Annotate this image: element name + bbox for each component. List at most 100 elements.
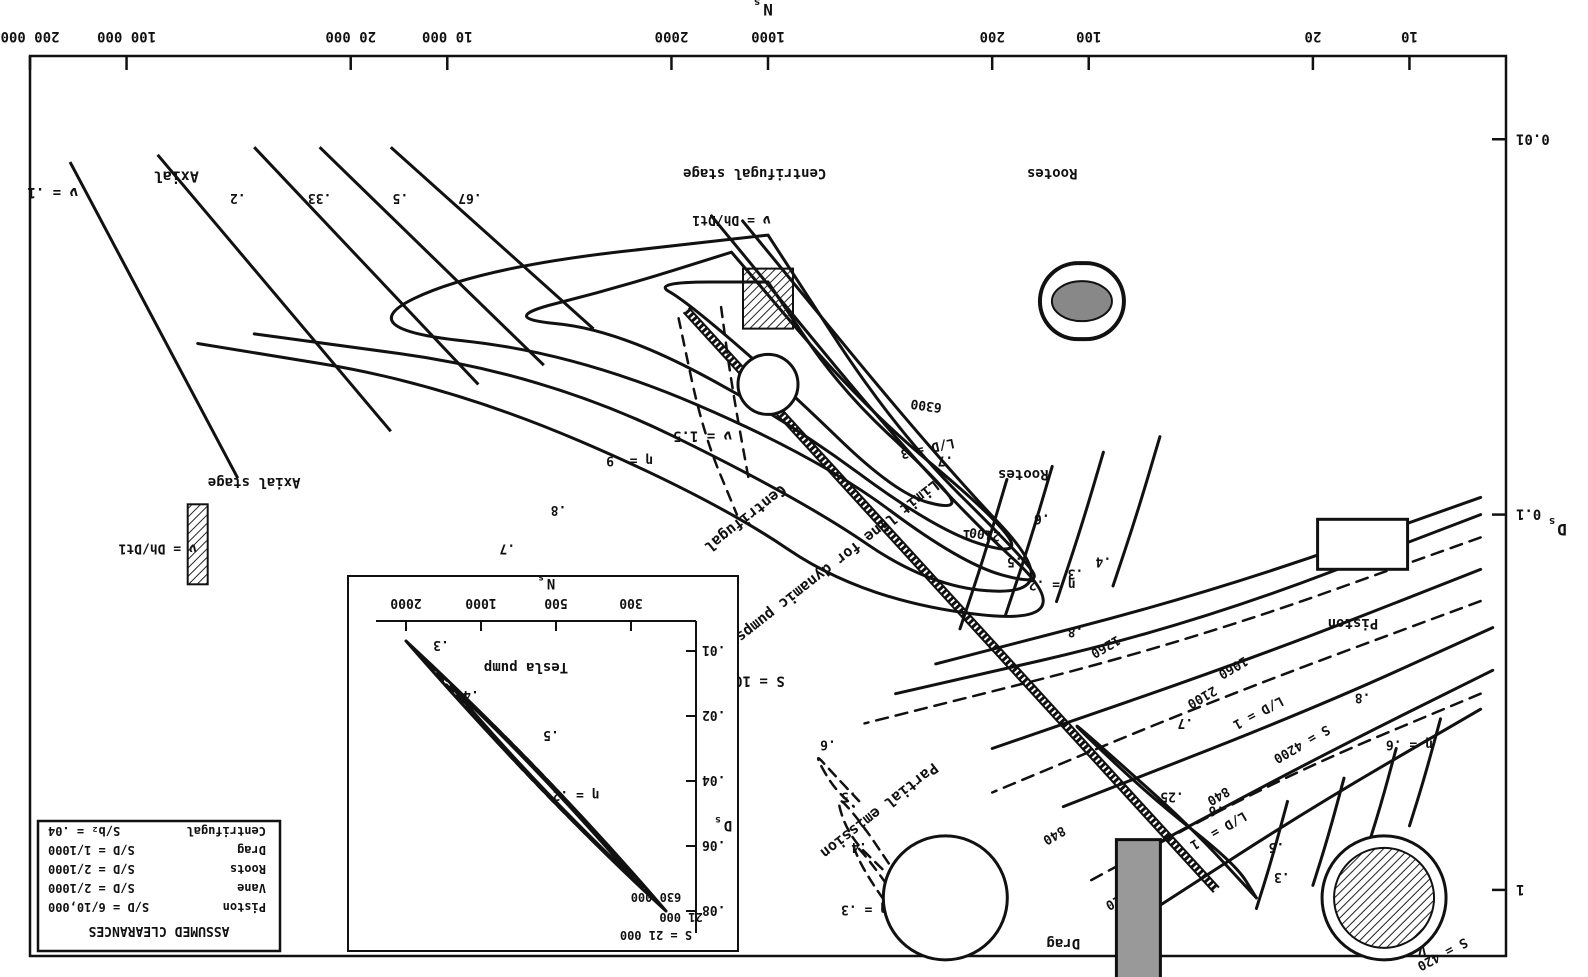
label-s-4200: S = 4200 (1270, 721, 1332, 765)
x-tick-label-1: 20 (1304, 28, 1321, 44)
label-eff-vane-4: .7 (1177, 715, 1193, 730)
label-piston: Piston (1328, 615, 1379, 631)
inset-y-tick-label-2: .04 (702, 772, 726, 787)
curve-eta-06 (252, 219, 1033, 593)
y-tick-label-1: 0.1 (1516, 506, 1541, 522)
vane-arc-1 (1363, 747, 1398, 858)
clearances-value-0: S/D = 6/10,000 (48, 900, 149, 914)
line-nu-67 (389, 146, 595, 330)
inset-s-label-0: S = 21 000 (620, 928, 692, 942)
curve-pd-d1 (863, 536, 1482, 725)
curve-pd-5 (1118, 668, 1495, 865)
clearances-type-1: Vane (237, 881, 266, 895)
label-nu-val-0: .2 (230, 190, 246, 205)
label-eff-vane-6: η = .6 (1386, 737, 1433, 752)
x-tick-label-4: 1000 (751, 28, 785, 44)
x-tick-label-6: 10 000 (422, 28, 473, 44)
inset-curve-label-3: .5 (543, 727, 559, 742)
label-nu-val-1: .33 (308, 190, 331, 205)
label-eff-rootes-7: 1 (963, 526, 971, 541)
centrifugal-stage-volute (736, 352, 800, 416)
label-nu-val-2: .5 (393, 190, 409, 205)
label-nu-15: ν = 1.5 (673, 427, 732, 443)
label-eff-pitot-2: .5 (841, 788, 857, 803)
curve-eta-05 (196, 214, 1045, 618)
inset-y-tick-label-1: .02 (702, 707, 725, 722)
label-s-1260: 1260 (1088, 632, 1123, 661)
x-tick-label-2: 100 (1076, 28, 1101, 44)
rootes-arc-3 (958, 477, 1009, 631)
clearances-value-4: S/b₂ = .04 (48, 824, 120, 838)
curve-pitot-4 (837, 799, 891, 871)
curve-pd-6 (1158, 707, 1483, 907)
clearances-value-2: S/D = 2/1000 (48, 862, 135, 876)
y-axis-label: D (1557, 520, 1567, 539)
pitot-pump-casing (881, 834, 1009, 962)
axial-stage-blade (186, 503, 209, 586)
label-eff-pitot-3: .6 (820, 737, 836, 752)
curve-pd-3 (990, 567, 1483, 750)
clearances-type-3: Drag (237, 843, 266, 857)
dash-s-12800 (719, 305, 750, 480)
curve-pitot-5 (816, 756, 861, 808)
inset-curve-label-2: .4 (463, 687, 479, 702)
label-eff-drag-2: .3 (1274, 869, 1290, 884)
inset-y-tick-label-3: .06 (702, 837, 726, 852)
label-eff-rootes-4: .6 (1034, 511, 1050, 526)
label-eff-vane-2: .5 (1269, 839, 1285, 854)
y-tick-label-2: 1 (1516, 881, 1524, 897)
vane-arc-0 (1408, 717, 1442, 828)
vane-arc-2 (1311, 776, 1346, 887)
line-nu-5 (318, 146, 545, 367)
label-rootes: Rootes (998, 466, 1049, 482)
vane-pump-rotor (1333, 846, 1436, 949)
curve-pd-2 (894, 513, 1483, 696)
inset-frame (347, 575, 739, 952)
curves-group (68, 146, 1495, 928)
label-drag: Drag (1046, 935, 1080, 951)
x-axis-label-sub: s (754, 0, 761, 9)
x-tick-label-5: 2000 (655, 28, 689, 44)
label-eff-rootes-6: .8 (1067, 624, 1083, 639)
label-centrifugal-stage: Centrifugal stage (683, 165, 826, 181)
vane-arc-3 (1254, 799, 1289, 910)
x-axis-label: N (763, 0, 773, 19)
inset-s-label-1: 21 000 (659, 910, 702, 924)
label-eff-vane-5: .8 (1355, 690, 1371, 705)
rootes-arc-0 (1111, 435, 1162, 588)
label-s-840-b: 840 (1040, 822, 1068, 847)
label-eff-rootes-5: .7 (937, 452, 953, 467)
label-eff-axial-4: η = .9 (606, 452, 653, 467)
label-s-2100-b: 2100 (968, 524, 1001, 543)
label-eff-rootes-2: .4 (1095, 553, 1111, 568)
line-nu-2 (156, 153, 392, 433)
label-eff-rootes-0: η = .2 (1029, 577, 1076, 592)
inset-x-tick-label-2: 1000 (465, 595, 496, 610)
label-s-1060: 1060 (1215, 653, 1250, 682)
x-tick-label-8: 100 000 (97, 28, 156, 44)
inset-curve-label-0: η = .2 (553, 787, 600, 802)
label-eff-axial-3: .8 (550, 502, 566, 517)
inset-tesla-label: Tesla pump (484, 659, 568, 675)
curve-pd-4 (1061, 626, 1495, 809)
inset-y-label-sub: s (715, 814, 721, 825)
x-tick-label-3: 200 (980, 28, 1005, 44)
rootes-lobes (1050, 280, 1113, 323)
x-tick-label-0: 10 (1401, 28, 1418, 44)
clearances-box (36, 819, 282, 953)
curve-eta-07 (390, 233, 1036, 582)
label-s-6300: 6300 (910, 395, 943, 414)
clearances-type-0: Piston (223, 900, 266, 914)
label-nu-1: ν = .1 (27, 184, 78, 200)
inset-x-tick-label-1: 500 (544, 595, 568, 610)
inset-curve-2 (449, 684, 638, 883)
line-nu-1 (68, 161, 240, 479)
piston-cylinder (1316, 517, 1410, 571)
label-eff-vane-3: .6 (1208, 803, 1224, 818)
dash-s-10600 (677, 317, 739, 516)
